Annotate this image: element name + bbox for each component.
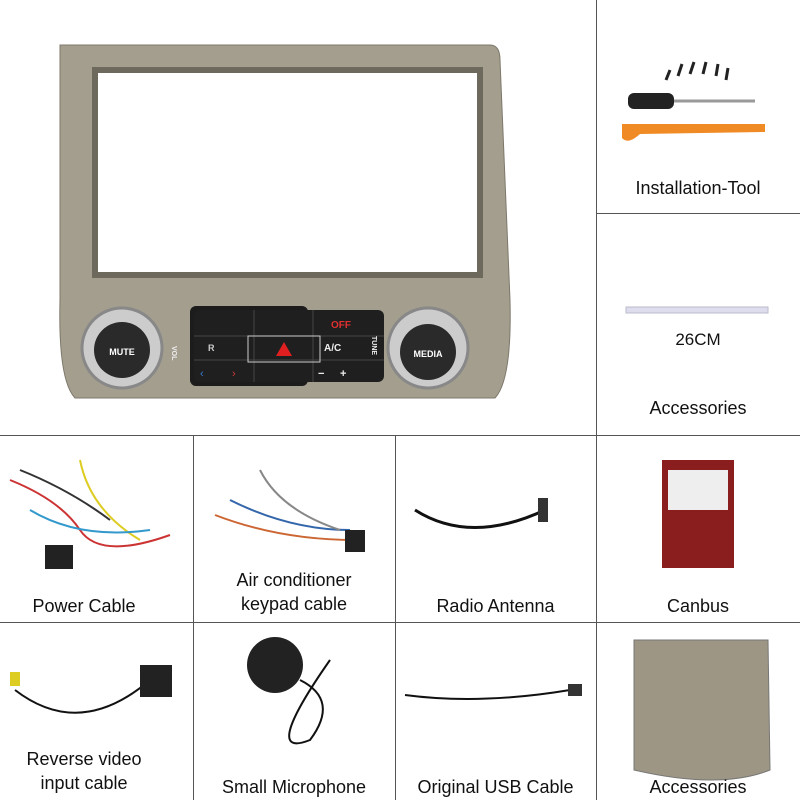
label-power-cable: Power Cable [32,596,136,616]
divider [395,435,396,800]
vol-label: VOL [170,346,177,361]
label-radio-antenna: Radio Antenna [436,596,555,616]
rear-defrost-label: R [208,343,215,353]
label-canbus: Canbus [666,596,730,616]
divider [0,435,800,436]
label-small-microphone: Small Microphone [221,777,367,797]
dash-frame-image: OFF A/C R − + ‹ › MUTE VOL MEDIA TUNE [0,0,596,435]
divider [596,0,597,800]
label-installation-tool: Installation-Tool [635,178,761,198]
label-usb-cable: Original USB Cable [417,777,574,797]
label-reverse-video-line1: Reverse video [26,749,142,769]
label-ac-keypad-line2: keypad cable [240,594,348,614]
media-knob-label: MEDIA [414,349,444,359]
off-label: OFF [331,320,351,331]
label-26cm: 26CM [675,330,721,349]
label-reverse-video-line2: input cable [40,773,128,793]
ac-label: A/C [324,343,341,354]
label-accessories-bracket: Accessories [649,777,747,797]
left-arrow-icon: ‹ [200,368,204,380]
mute-knob-label: MUTE [109,347,135,357]
divider [193,435,194,800]
divider [596,213,800,214]
fan-plus: + [340,368,346,380]
right-arrow-icon: › [232,368,236,380]
fan-minus: − [318,368,324,380]
divider [0,622,800,623]
label-accessories: Accessories [649,398,747,418]
tune-label: TUNE [370,336,377,355]
label-ac-keypad-line1: Air conditioner [236,570,352,590]
